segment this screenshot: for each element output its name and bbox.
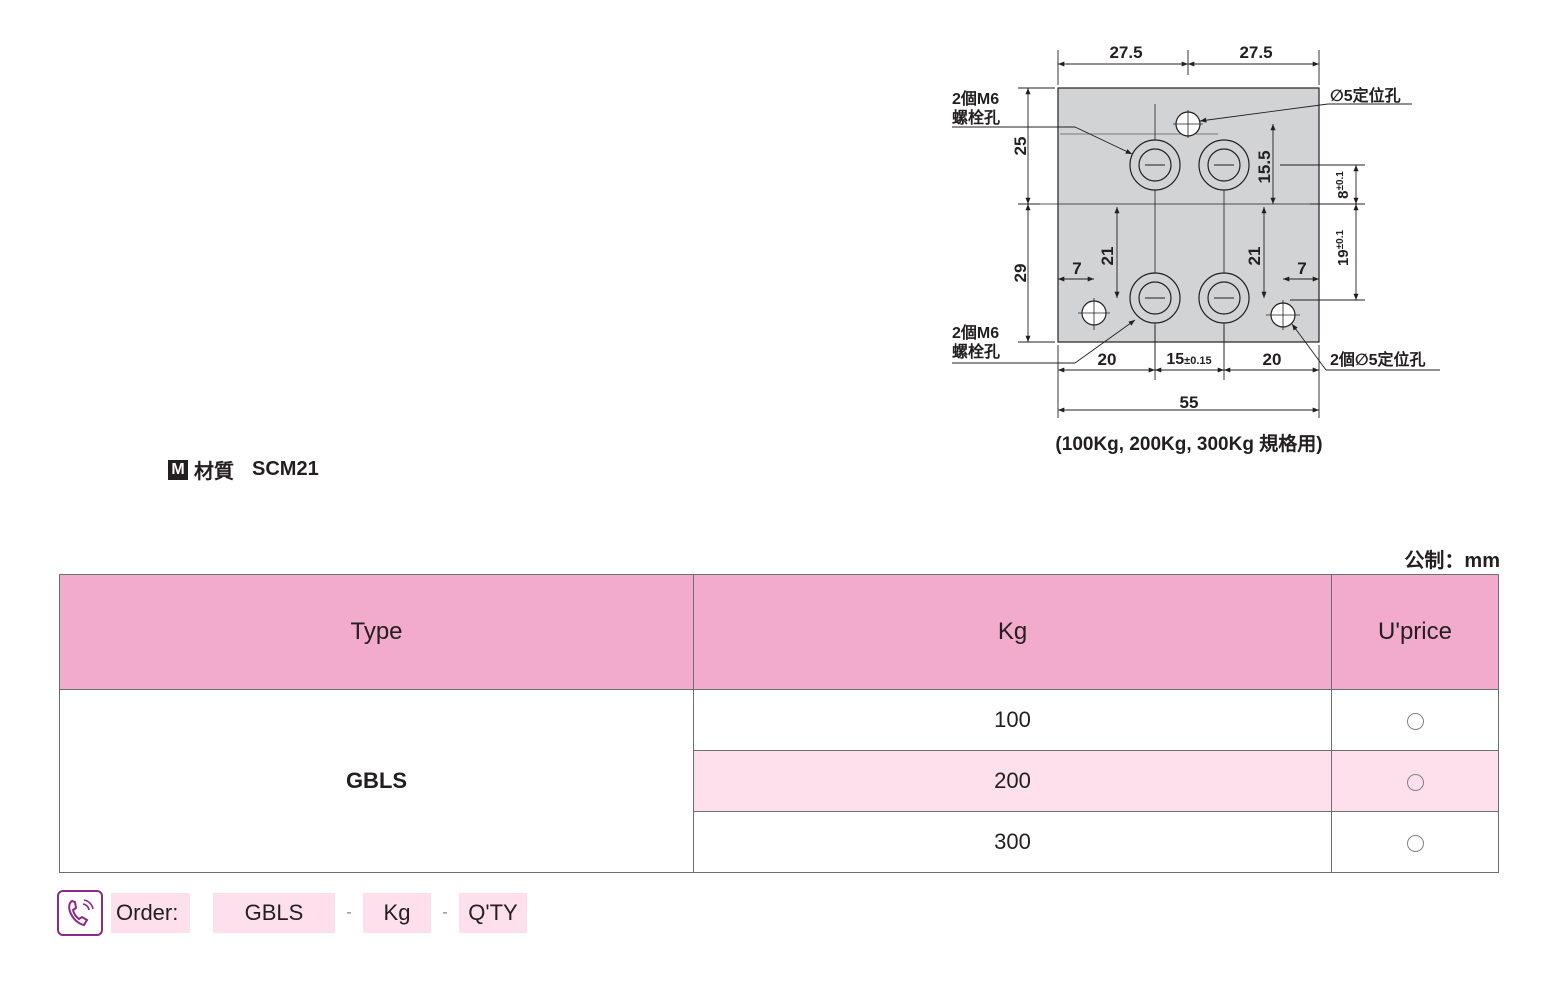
dim-inner-left: 21	[1098, 247, 1117, 266]
kg-cell: 100	[693, 689, 1332, 751]
table-row: GBLS 100	[59, 689, 1499, 873]
dim-right-lower: 19±0.1	[1335, 230, 1352, 267]
circle-icon	[1406, 773, 1424, 791]
dim-small-right: 7	[1297, 259, 1306, 278]
callout-bolt-top-2: 螺栓孔	[952, 108, 1000, 127]
dim-small-left: 7	[1072, 259, 1081, 278]
material-line: M 材質 SCM21	[168, 455, 319, 484]
order-kg-field[interactable]: Kg	[363, 893, 431, 933]
material-badge: M	[168, 459, 188, 480]
order-line: Order: GBLS - Kg - Q'TY	[57, 890, 527, 936]
table-row: 200	[60, 750, 1499, 812]
dim-inner-right: 21	[1245, 247, 1264, 266]
price-cell[interactable]	[1331, 811, 1499, 873]
table-row: 300	[60, 811, 1499, 873]
order-type-field[interactable]: GBLS	[213, 893, 335, 933]
technical-drawing: 27.5 27.5 25 29 15.5 8±0.1 19±0.1 21 21 …	[952, 43, 1440, 455]
order-label: Order:	[111, 893, 190, 933]
phone-icon	[57, 890, 103, 936]
unit-note: 公制：mm	[1404, 550, 1500, 572]
order-qty-field[interactable]: Q'TY	[459, 893, 527, 933]
callout-locating-bottom: 2個∅5定位孔	[1330, 350, 1426, 369]
header-kg: Kg	[693, 574, 1332, 690]
type-cell: GBLS	[59, 689, 694, 873]
callout-bolt-bottom-1: 2個M6	[952, 323, 999, 342]
material-value: SCM21	[252, 458, 319, 480]
spec-table: Type Kg U'price GBLS 100 200 300	[59, 574, 1499, 873]
kg-cell: 200	[693, 750, 1332, 812]
drawing-caption: (100Kg, 200Kg, 300Kg 規格用)	[1055, 432, 1322, 455]
dim-left-lower: 29	[1011, 264, 1030, 283]
circle-icon	[1406, 712, 1424, 730]
dim-bottom-right: 20	[1263, 350, 1282, 369]
callout-bolt-top-1: 2個M6	[952, 89, 999, 108]
kg-cell: 300	[693, 811, 1332, 873]
dim-top-left: 27.5	[1109, 43, 1142, 62]
dim-bottom-left: 20	[1098, 350, 1117, 369]
order-separator: -	[442, 904, 448, 921]
dim-15-5: 15.5	[1255, 150, 1274, 183]
dim-right-upper: 8±0.1	[1335, 171, 1352, 199]
price-cell[interactable]	[1331, 689, 1499, 751]
price-cell[interactable]	[1331, 750, 1499, 812]
header-price: U'price	[1331, 574, 1499, 690]
order-separator: -	[346, 904, 352, 921]
table-header-row: Type Kg U'price	[59, 574, 1499, 690]
circle-icon	[1406, 834, 1424, 852]
callout-locating-top: ∅5定位孔	[1330, 86, 1401, 105]
dim-overall-width: 55	[1180, 393, 1199, 412]
callout-bolt-bottom-2: 螺栓孔	[952, 342, 1000, 361]
dim-left-upper: 25	[1011, 137, 1030, 156]
material-label: 材質	[194, 461, 234, 483]
header-type: Type	[59, 574, 694, 690]
dim-top-right: 27.5	[1239, 43, 1272, 62]
dim-bottom-mid: 15±0.15	[1166, 351, 1211, 368]
